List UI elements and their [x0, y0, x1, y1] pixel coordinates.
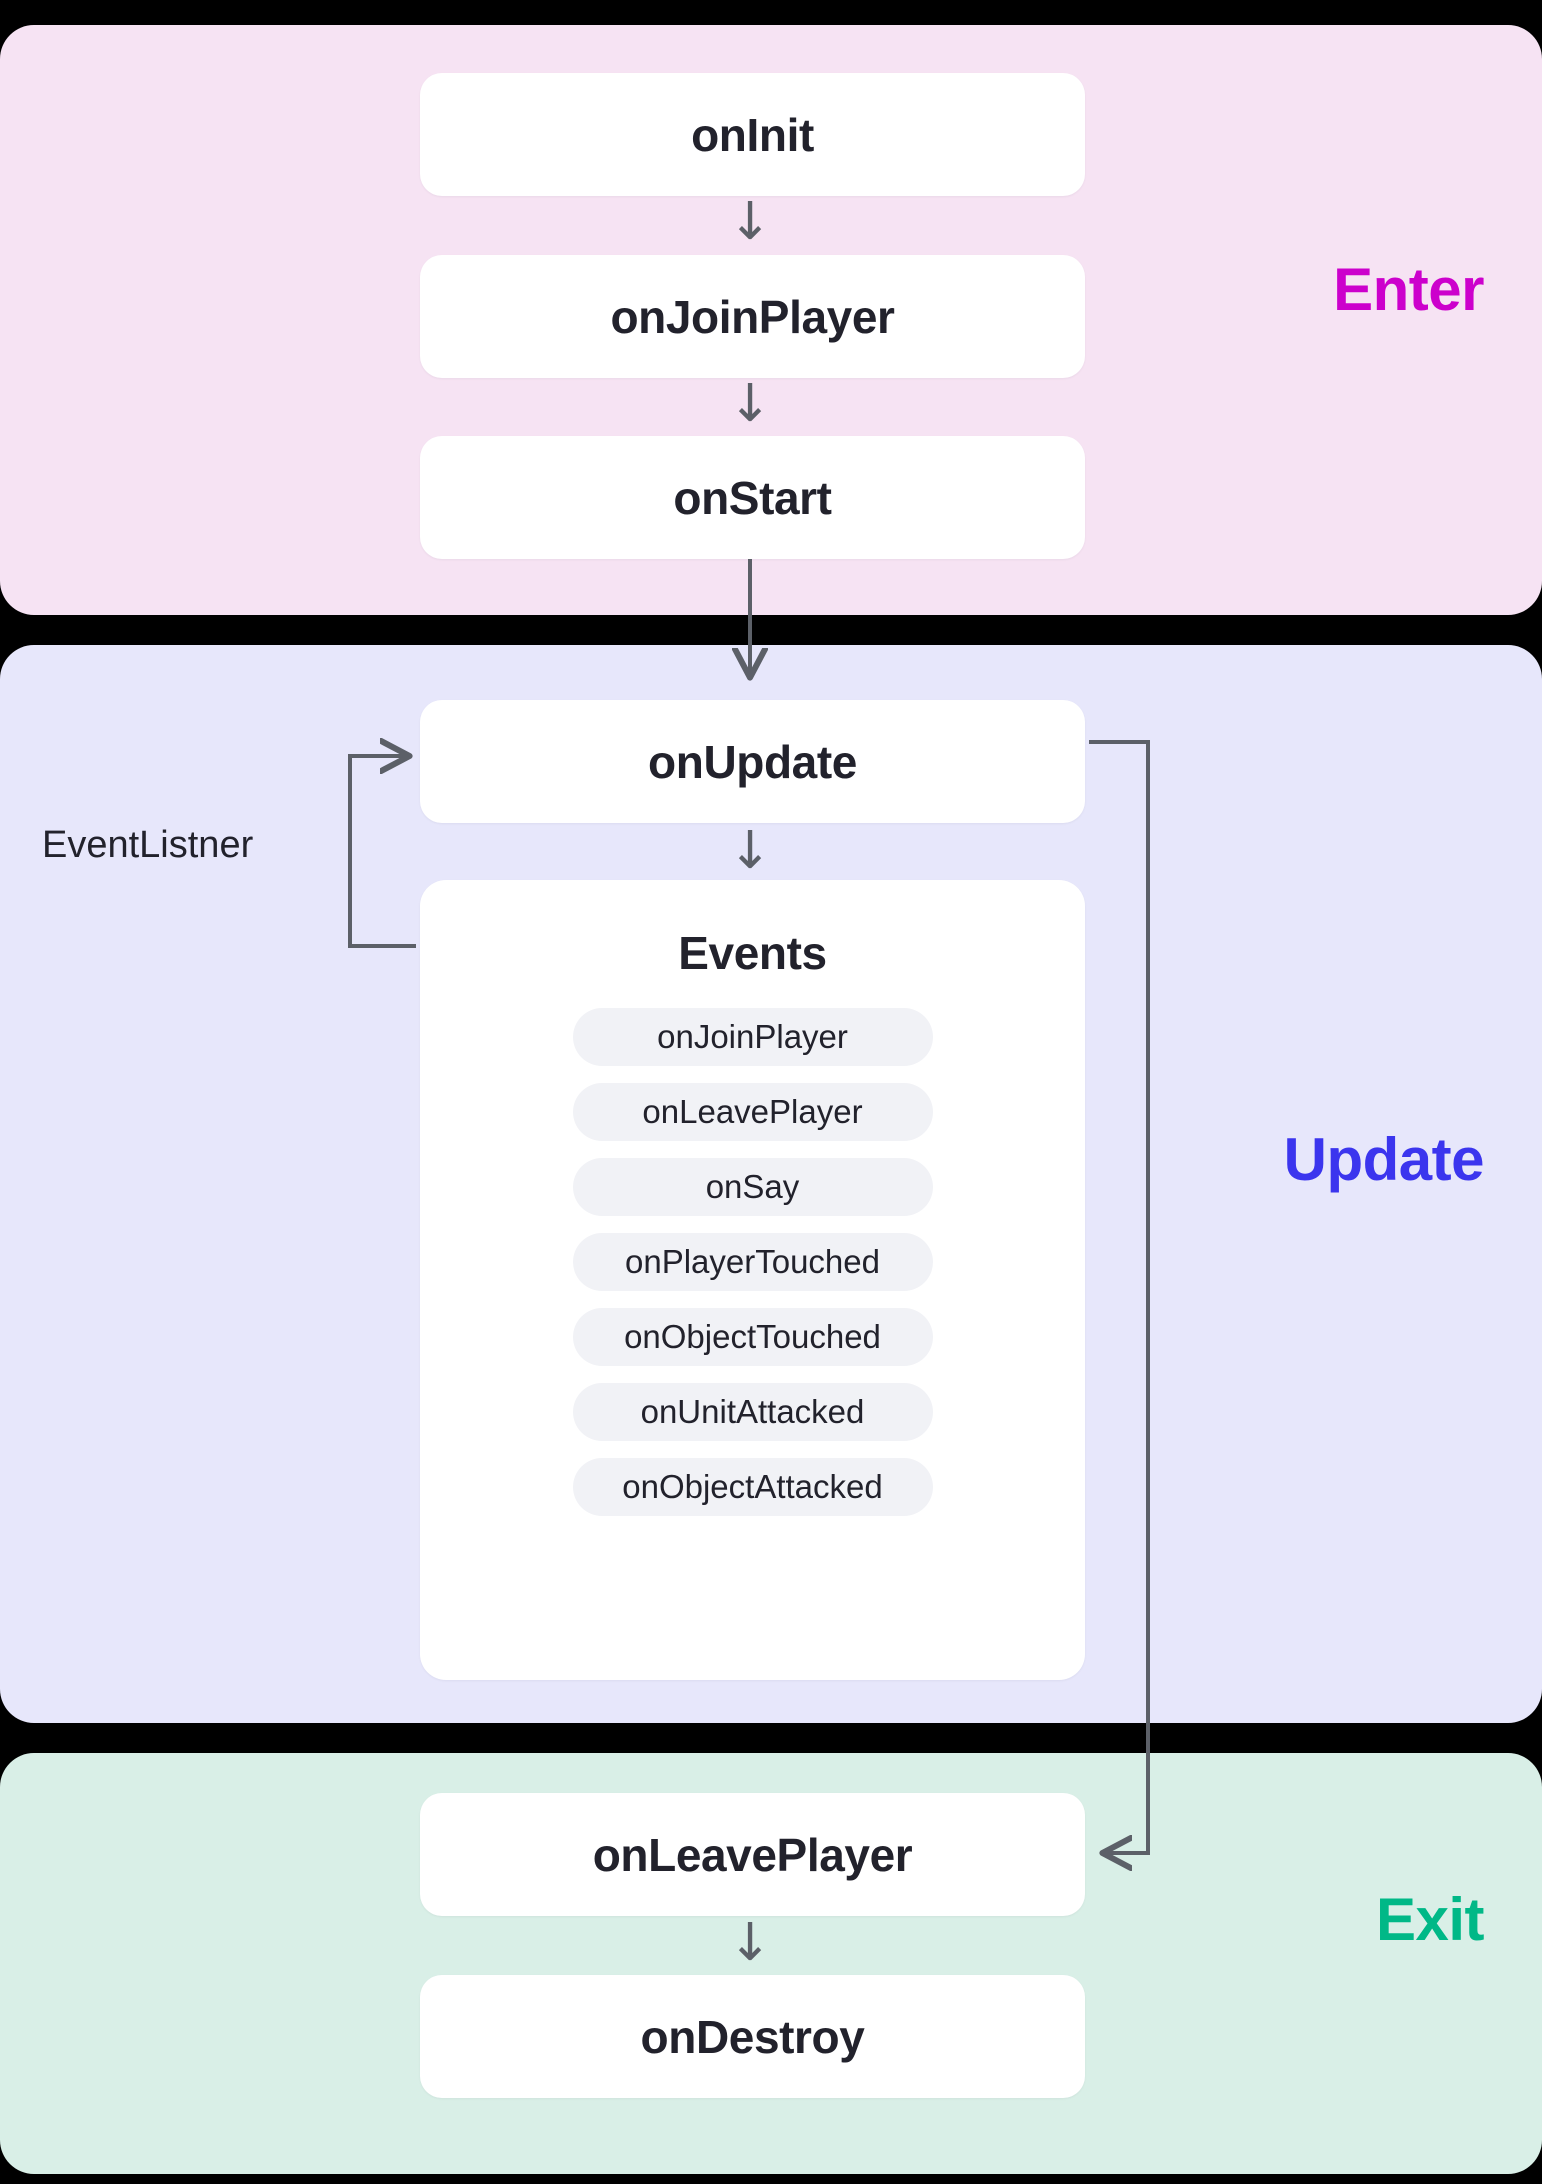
event-pill[interactable]: onJoinPlayer [572, 1008, 933, 1066]
node-ondestroy[interactable]: onDestroy [420, 1975, 1085, 2098]
events-card-title: Events [678, 927, 827, 979]
phase-label-exit: Exit [1375, 1886, 1485, 1953]
events-card: Events onJoinPlayer onLeavePlayer onSay … [420, 880, 1085, 1680]
event-pill[interactable]: onObjectTouched [572, 1308, 933, 1366]
node-onleaveplayer[interactable]: onLeavePlayer [420, 1793, 1085, 1916]
event-pill[interactable]: onLeavePlayer [572, 1083, 933, 1141]
events-pill-list: onJoinPlayer onLeavePlayer onSay onPlaye… [420, 1008, 1085, 1516]
node-label: onUpdate [648, 735, 857, 788]
arrow-down-icon: ↓ [728, 1913, 772, 1973]
node-label: onLeavePlayer [592, 1828, 913, 1881]
event-pill[interactable]: onObjectAttacked [572, 1458, 933, 1516]
node-label: onStart [673, 471, 832, 524]
arrow-down-icon: ↓ [728, 192, 772, 252]
phase-label-update: Update [1283, 1126, 1485, 1193]
node-label: onJoinPlayer [610, 290, 895, 343]
node-onupdate[interactable]: onUpdate [420, 700, 1085, 823]
node-label: onInit [691, 108, 814, 161]
arrow-down-icon: ↓ [728, 821, 772, 881]
node-oninit[interactable]: onInit [420, 73, 1085, 196]
node-onjoinplayer[interactable]: onJoinPlayer [420, 255, 1085, 378]
event-pill[interactable]: onPlayerTouched [572, 1233, 933, 1291]
eventlistener-label: EventListner [42, 824, 254, 866]
event-pill[interactable]: onSay [572, 1158, 933, 1216]
node-label: onDestroy [640, 2010, 865, 2063]
phase-label-enter: Enter [1333, 256, 1484, 323]
node-onstart[interactable]: onStart [420, 436, 1085, 559]
event-pill[interactable]: onUnitAttacked [572, 1383, 933, 1441]
arrow-down-icon: ↓ [728, 374, 772, 434]
